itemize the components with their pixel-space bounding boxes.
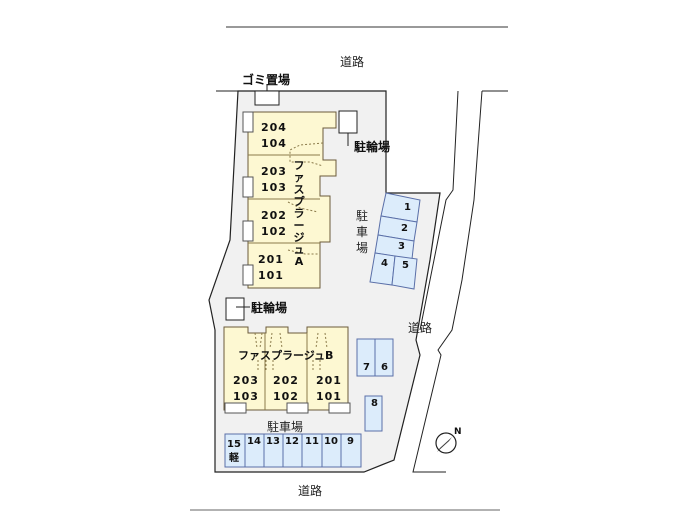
unit-label: 202 [261, 209, 287, 222]
building-a-name: ファスプラージュA [293, 159, 305, 268]
unit-label: 103 [261, 181, 287, 194]
parking-space-12: 12 [285, 436, 299, 447]
road-label-right: 道路 [408, 321, 433, 335]
unit-label: 101 [316, 390, 342, 403]
parking-middle [356, 338, 394, 432]
parking-east [369, 192, 421, 290]
parking-space-9: 9 [347, 436, 354, 447]
parking-space-4: 4 [381, 258, 388, 269]
parking-space-8: 8 [371, 398, 378, 409]
parking-space-14: 14 [247, 436, 261, 447]
garbage-label: ゴミ置場 [242, 73, 291, 87]
bike-parking-box-2 [225, 297, 245, 321]
bike-parking-box-1 [338, 110, 358, 134]
unit-label: 201 [258, 253, 284, 266]
road-label-top: 道路 [340, 55, 365, 69]
garbage-box [254, 90, 280, 106]
building-a [247, 111, 337, 289]
unit-label: 103 [233, 390, 259, 403]
parking-space-2: 2 [401, 223, 408, 234]
parking-space-6: 6 [381, 362, 388, 373]
unit-label: 204 [261, 121, 287, 134]
parking-space-7: 7 [363, 362, 370, 373]
bike-parking-label-1: 駐輪場 [354, 140, 391, 154]
unit-label: 102 [273, 390, 299, 403]
unit-label: 101 [258, 269, 284, 282]
parking-space-11: 11 [305, 436, 319, 447]
building-b-name: ファスプラージュB [238, 349, 334, 362]
unit-label: 203 [261, 165, 287, 178]
unit-label: 201 [316, 374, 342, 387]
parking-kei-label: 軽 [229, 453, 239, 464]
parking-space-1: 1 [404, 202, 411, 213]
parking-south-label: 駐車場 [267, 420, 304, 434]
parking-east-label: 駐車場 [355, 209, 368, 255]
compass-icon [435, 432, 457, 454]
unit-label: 203 [233, 374, 259, 387]
bike-parking-label-2: 駐輪場 [251, 301, 288, 315]
unit-label: 202 [273, 374, 299, 387]
unit-label: 102 [261, 225, 287, 238]
parking-space-10: 10 [324, 436, 338, 447]
parking-space-5: 5 [402, 260, 409, 271]
parking-space-15: 15 [227, 439, 241, 450]
parking-space-3: 3 [398, 241, 405, 252]
compass-north-label: N [454, 427, 462, 437]
parking-space-13: 13 [266, 436, 280, 447]
road-label-bottom: 道路 [298, 484, 323, 498]
unit-label: 104 [261, 137, 287, 150]
parking-south [224, 433, 362, 468]
